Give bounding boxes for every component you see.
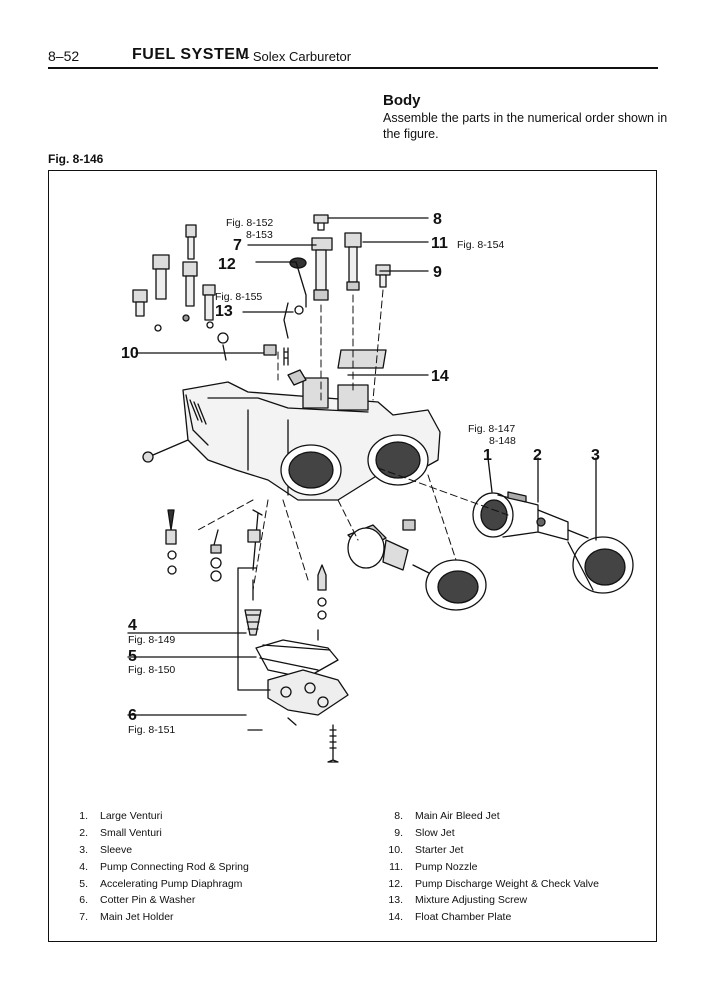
legend-number: 9. — [394, 827, 403, 839]
ref-fig-8-154: Fig. 8-154 — [457, 239, 504, 251]
legend-text: Starter Jet — [415, 844, 464, 856]
legend-number: 12. — [388, 878, 403, 890]
figure-frame — [48, 170, 657, 942]
callout-13: 13 — [215, 303, 233, 320]
legend-number: 7. — [79, 911, 88, 923]
legend-number: 11. — [389, 861, 403, 873]
ref-fig-8-149: Fig. 8-149 — [128, 634, 175, 646]
legend-text: Pump Discharge Weight & Check Valve — [415, 878, 600, 890]
callout-12: 12 — [218, 256, 236, 273]
legend-text: Slow Jet — [415, 827, 455, 839]
page-number: 8–52 — [48, 48, 80, 64]
legend-number: 3. — [79, 844, 88, 856]
venturi-assembly — [347, 519, 487, 611]
legend-text: Main Air Bleed Jet — [415, 810, 500, 822]
legend-number: 1. — [79, 810, 88, 822]
legend-number: 4. — [79, 861, 88, 873]
callout-4: 4 — [128, 617, 137, 634]
callout-1: 1 — [483, 447, 492, 464]
legend-text: Pump Connecting Rod & Spring — [100, 861, 249, 873]
pump-parts — [165, 509, 349, 763]
legend-text: Sleeve — [100, 844, 133, 856]
callout-9: 9 — [433, 264, 442, 281]
carburetor-body — [142, 369, 441, 501]
section-title: FUEL SYSTEM — [132, 46, 250, 63]
legend-number: 5. — [79, 878, 88, 890]
callout-7: 7 — [233, 237, 242, 254]
legend-number: 8. — [394, 810, 403, 822]
legend-number: 2. — [79, 827, 88, 839]
legend-text: Mixture Adjusting Screw — [415, 894, 528, 906]
callout-3: 3 — [591, 447, 600, 464]
figure-label: Fig. 8-146 — [48, 152, 104, 166]
legend-text: Accelerating Pump Diaphragm — [100, 878, 243, 890]
intro-text: Assemble the parts in the numerical orde… — [383, 111, 668, 141]
venturi-parts — [472, 491, 634, 594]
exploded-diagram: 8 7 11 12 9 13 10 14 1 2 3 4 5 6 Fig. 8-… — [121, 211, 634, 763]
legend-text: Float Chamber Plate — [415, 911, 512, 923]
callout-8: 8 — [433, 211, 442, 228]
ref-fig-8-155: Fig. 8-155 — [215, 291, 262, 303]
jets-and-screws — [132, 214, 391, 369]
callout-5: 5 — [128, 648, 137, 665]
legend-text: Main Jet Holder — [100, 911, 174, 923]
ref-fig-8-151: Fig. 8-151 — [128, 724, 175, 736]
legend-text: Pump Nozzle — [415, 861, 478, 873]
ref-fig-8-147: Fig. 8-147 — [468, 423, 515, 435]
callout-6: 6 — [128, 707, 137, 724]
legend-number: 10. — [388, 844, 403, 856]
ref-fig-8-152: Fig. 8-152 — [226, 217, 273, 229]
intro-heading: Body — [383, 92, 421, 109]
callout-2: 2 — [533, 447, 542, 464]
callout-11: 11 — [431, 235, 448, 252]
callout-10: 10 — [121, 345, 139, 362]
header-rule — [48, 67, 658, 69]
ref-fig-8-148: 8-148 — [489, 435, 516, 447]
ref-fig-8-150: Fig. 8-150 — [128, 664, 175, 676]
legend-number: 6. — [79, 894, 88, 906]
ref-fig-8-153: 8-153 — [246, 229, 273, 241]
legend-text: Cotter Pin & Washer — [100, 894, 196, 906]
legend-text: Large Venturi — [100, 810, 163, 822]
leader-lines — [127, 217, 597, 716]
legend-number: 14. — [388, 911, 403, 923]
section-subtitle: – Solex Carburetor — [242, 49, 352, 64]
callout-14: 14 — [431, 368, 449, 385]
legend-number: 13. — [388, 894, 403, 906]
legend-text: Small Venturi — [100, 827, 162, 839]
